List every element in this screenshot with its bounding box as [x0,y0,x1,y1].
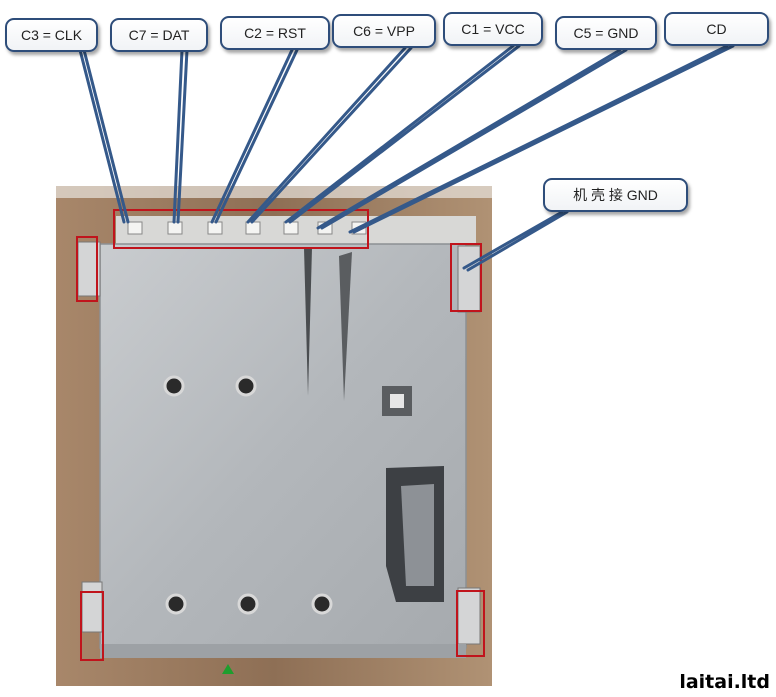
label-c5-gnd: C5 = GND [555,16,657,50]
label-c6-vpp: C6 = VPP [332,14,436,48]
label-cd: CD [664,12,769,46]
label-c2-rst: C2 = RST [220,16,330,50]
watermark: laitai.ltd [679,671,770,693]
label-c3-clk: C3 = CLK [5,18,98,52]
label-c7-dat: C7 = DAT [110,18,208,52]
shell-tab-top-left [76,236,98,302]
connector-photo [56,186,492,686]
pin-highlight-box [113,209,369,249]
label-c1-vcc: C1 = VCC [443,12,543,46]
label-shell-gnd: 机 壳 接 GND [543,178,688,212]
cd-blade-right [339,252,352,401]
connector-drawing [56,186,492,686]
shell-tab-top-right [450,243,482,312]
cd-blade-left [304,248,312,396]
shell-tab-bottom-left [80,591,104,661]
shell-tab-bottom-right [456,590,485,657]
